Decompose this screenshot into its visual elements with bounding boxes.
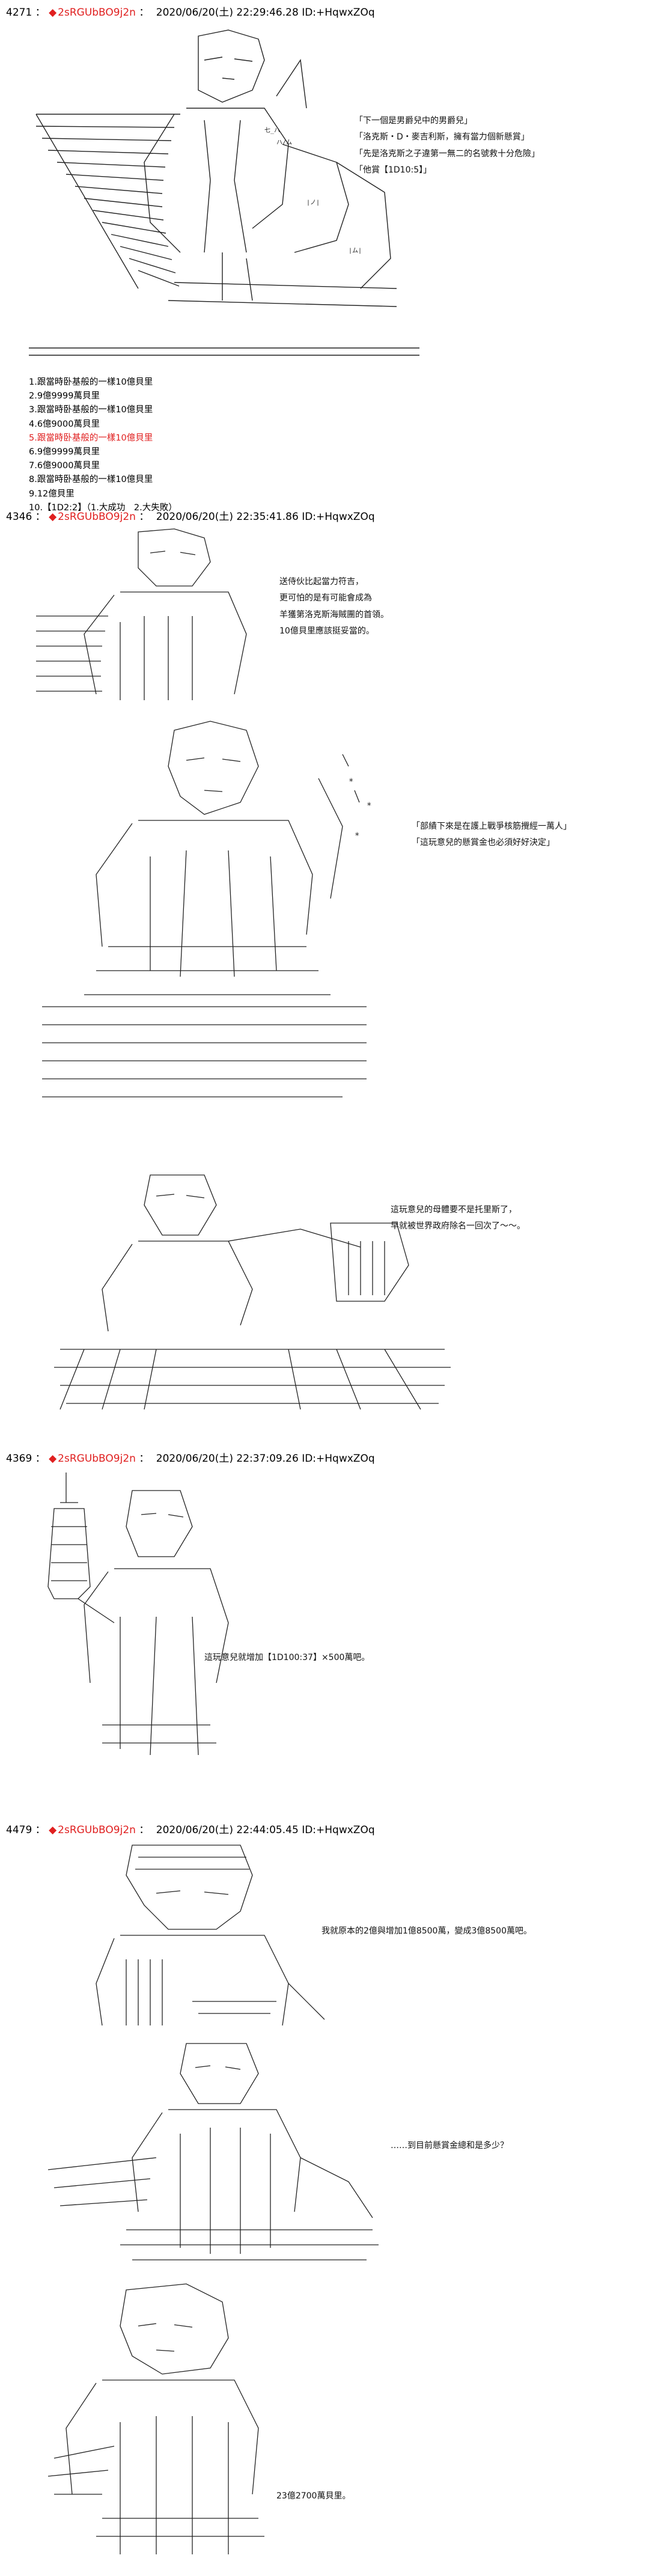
- post-number: 4346: [6, 511, 32, 523]
- ascii-art-character-4: [48, 1169, 457, 1421]
- choice-item: 1.跟當時卧基般的一樣10億貝里: [29, 377, 153, 387]
- post-header-4369: 4369 ： ◆2sRGUbBO9j2n ： 2020/06/20(土) 22:…: [6, 1453, 375, 1465]
- ascii-art-character-1: 七_ハ ハ/ム |ノ| |ム|: [24, 24, 409, 337]
- divider-line: [29, 355, 419, 356]
- svg-text:*: *: [349, 777, 353, 787]
- choice-list-4271: 1.跟當時卧基般的一樣10億貝里 2.9億9999萬貝里 3.跟當時卧基般的一樣…: [29, 376, 177, 515]
- choice-item: 6.9億9999萬貝里: [29, 447, 100, 457]
- poster-name[interactable]: 2sRGUbBO9j2n: [58, 7, 136, 19]
- choice-item: 4.6億9000萬貝里: [29, 419, 100, 429]
- choice-item: 9.12億貝里: [29, 489, 75, 499]
- poster-name[interactable]: 2sRGUbBO9j2n: [58, 1824, 136, 1836]
- ascii-art-character-3: * * *: [30, 718, 391, 1139]
- post-date-id: 2020/06/20(土) 22:35:41.86 ID:+HqwxZOq: [156, 511, 375, 523]
- dialogue-4479-a: 我就原本的2億與增加1億8500萬，變成3億8500萬吧。: [321, 1926, 532, 1936]
- dialogue-4346-b: 「部績下來是在護上戰爭核筋攪經一萬人」 「這玩意兒的懸賞金也必須好好決定」: [412, 822, 571, 848]
- ascii-art-character-8: [42, 2278, 306, 2560]
- ascii-art-character-7: [36, 2037, 421, 2266]
- post-number: 4271: [6, 7, 32, 19]
- svg-text:|ノ|: |ノ|: [306, 200, 320, 206]
- svg-text:|ム|: |ム|: [349, 247, 362, 254]
- post-header-4346: 4346 ： ◆2sRGUbBO9j2n ： 2020/06/20(土) 22:…: [6, 511, 375, 523]
- ascii-art-character-5: [42, 1467, 240, 1767]
- dialogue-4271: 「下一個是男爵兒中的男爵兒」 「洛克斯・D・麥吉利斯，擁有當力個新懸賞」 「先是…: [355, 116, 540, 175]
- svg-text:ハ/ム: ハ/ム: [276, 139, 292, 146]
- trip-diamond-icon: ◆: [49, 511, 57, 523]
- dialogue-4346-a: 送侍伙比起當力符吉， 更可怕的是有可能會成為 羊獲第洛克斯海賊團的首領。 10億…: [279, 577, 389, 636]
- dialogue-4479-b: ……到目前懸賞金總和是多少？: [391, 2141, 508, 2150]
- post-date-id: 2020/06/20(土) 22:37:09.26 ID:+HqwxZOq: [156, 1453, 375, 1465]
- poster-name[interactable]: 2sRGUbBO9j2n: [58, 1453, 136, 1465]
- choice-item: 2.9億9999萬貝里: [29, 391, 100, 401]
- choice-item-selected: 5.跟當時卧基般的一樣10億貝里: [29, 433, 153, 443]
- ascii-art-character-6: [60, 1839, 337, 2031]
- choice-item: 10.【1D2:2】（1.大成功 2.大失敗）: [29, 502, 177, 513]
- divider-line: [29, 347, 419, 349]
- dialogue-4479-c: 23億2700萬貝里。: [276, 2491, 351, 2501]
- trip-diamond-icon: ◆: [49, 7, 57, 19]
- post-header-4271: 4271 ： ◆2sRGUbBO9j2n ： 2020/06/20(土) 22:…: [6, 7, 375, 19]
- poster-name[interactable]: 2sRGUbBO9j2n: [58, 511, 136, 523]
- trip-diamond-icon: ◆: [49, 1453, 57, 1465]
- post-header-4479: 4479 ： ◆2sRGUbBO9j2n ： 2020/06/20(土) 22:…: [6, 1824, 375, 1836]
- svg-text:七_ハ: 七_ハ: [264, 127, 280, 134]
- ascii-art-character-2: [30, 526, 282, 706]
- choice-item: 7.6億9000萬貝里: [29, 461, 100, 471]
- dialogue-4346-c: 這玩意兒的母體要不是托里斯了， 早就被世界政府除名一回次了～～。: [391, 1205, 525, 1232]
- post-number: 4369: [6, 1453, 32, 1465]
- choice-item: 3.跟當時卧基般的一樣10億貝里: [29, 405, 153, 415]
- dialogue-4369: 這玩意兒就增加【1D100:37】×500萬吧。: [204, 1653, 370, 1662]
- post-date-id: 2020/06/20(土) 22:29:46.28 ID:+HqwxZOq: [156, 7, 375, 19]
- post-number: 4479: [6, 1824, 32, 1836]
- choice-item: 8.跟當時卧基般的一樣10億貝里: [29, 475, 153, 485]
- trip-diamond-icon: ◆: [49, 1824, 57, 1836]
- svg-text:*: *: [367, 801, 371, 811]
- svg-text:*: *: [355, 831, 359, 841]
- post-date-id: 2020/06/20(土) 22:44:05.45 ID:+HqwxZOq: [156, 1824, 375, 1836]
